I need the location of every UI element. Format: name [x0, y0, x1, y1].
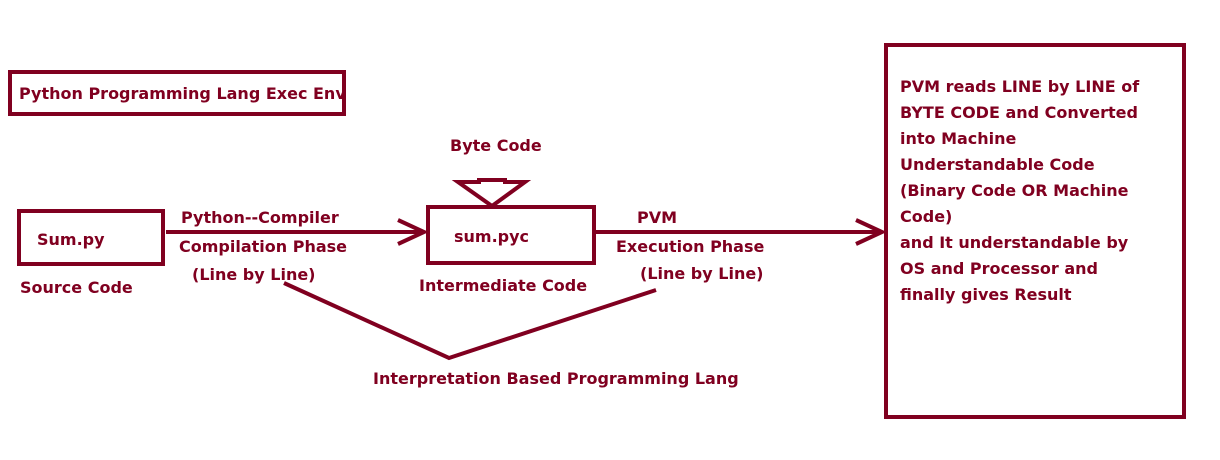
- page-title: Python Programming Lang Exec Env: [19, 84, 346, 103]
- compiler-label: Python--Compiler: [181, 208, 339, 227]
- intermediate-caption: Intermediate Code: [419, 276, 588, 295]
- compile-arrowhead: [397, 218, 429, 246]
- source-file-name: Sum.py: [37, 230, 105, 249]
- description-box: [884, 43, 1186, 419]
- interpretation-brace: [283, 281, 657, 361]
- description-line: (Binary Code OR Machine: [900, 181, 1129, 200]
- description-line: Understandable Code: [900, 155, 1095, 174]
- execution-phase-label: Execution Phase: [616, 237, 765, 256]
- description-line: OS and Processor and: [900, 259, 1098, 278]
- description-line: finally gives Result: [900, 285, 1072, 304]
- source-caption: Source Code: [20, 278, 133, 297]
- byte-code-down-arrow: [451, 178, 532, 209]
- interpretation-label: Interpretation Based Programming Lang: [373, 369, 739, 388]
- description-text: PVM reads LINE by LINE of BYTE CODE and …: [900, 74, 1170, 308]
- intermediate-file-box: [426, 205, 596, 265]
- compilation-phase-label: Compilation Phase: [179, 237, 347, 256]
- pvm-label: PVM: [637, 208, 678, 227]
- execute-line-by-line-label: (Line by Line): [640, 264, 764, 283]
- intermediate-file-name: sum.pyc: [454, 227, 530, 246]
- description-line: Code): [900, 207, 953, 226]
- source-file-box: [17, 209, 165, 266]
- title-box: [8, 70, 346, 116]
- description-line: PVM reads LINE by LINE of: [900, 77, 1140, 96]
- byte-code-label: Byte Code: [450, 136, 542, 155]
- description-line: BYTE CODE and Converted: [900, 103, 1138, 122]
- description-line: into Machine: [900, 129, 1017, 148]
- description-line: and It understandable by: [900, 233, 1129, 252]
- compile-line-by-line-label: (Line by Line): [192, 265, 316, 284]
- byte-code-arrow: [458, 182, 525, 206]
- execute-arrowhead: [855, 218, 887, 246]
